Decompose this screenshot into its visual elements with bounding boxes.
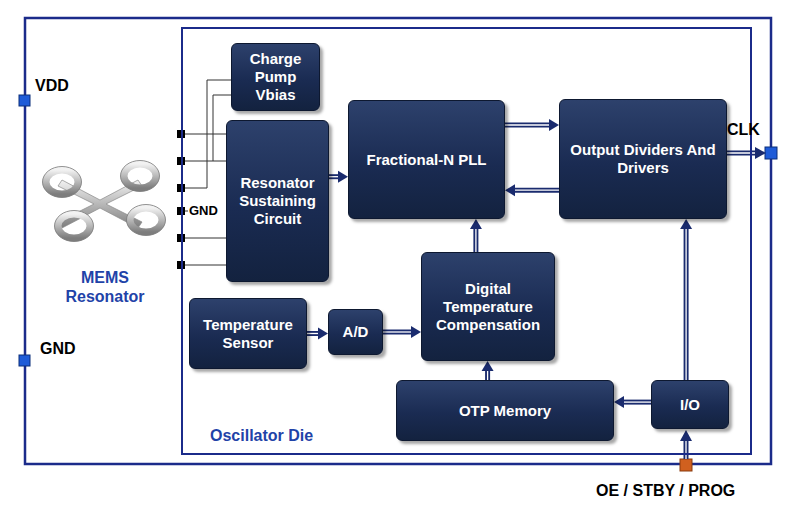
signal-arrow: [482, 361, 494, 380]
signal-arrow: [614, 396, 651, 408]
signal-arrow: [470, 219, 482, 252]
charge-pump-box: Charge Pump Vbias: [231, 43, 320, 111]
package-outline: [25, 18, 771, 464]
gnd-pin: [19, 355, 30, 366]
block-label: Output Dividers And Drivers: [560, 137, 726, 181]
temperature-sensor-box: Temperature Sensor: [189, 298, 307, 369]
signal-arrow: [505, 184, 559, 196]
signal-arrow: [329, 171, 348, 183]
signal-arrow: [505, 119, 559, 131]
pad-name: GND: [189, 203, 218, 218]
oe-pin: [680, 459, 692, 471]
block-label: Resonator Sustaining Circuit: [227, 170, 328, 232]
clk-output-arrow: [724, 147, 766, 159]
signal-arrow: [680, 219, 692, 380]
signal-arrow: [307, 328, 328, 340]
pin-name: GND: [40, 340, 76, 358]
clk-pin: [765, 147, 777, 159]
pin-name: VDD: [35, 77, 69, 95]
otp-memory-box: OTP Memory: [396, 380, 614, 441]
oscillator-die: Oscillator Die Charge Pump VbiasResonator…: [181, 27, 752, 455]
mems-resonator-illustration: [43, 161, 166, 242]
block-label: OTP Memory: [453, 398, 557, 424]
block-label: Digital Temperature Compensation: [422, 276, 554, 338]
temp-compensation-box: Digital Temperature Compensation: [421, 252, 555, 361]
pin-name: OE / STBY / PROG: [596, 482, 735, 500]
sustaining-circuit-box: Resonator Sustaining Circuit: [226, 120, 329, 282]
block-label: I/O: [674, 392, 706, 418]
die-title: Oscillator Die: [210, 427, 313, 445]
signal-arrow: [383, 326, 421, 338]
block-label: Charge Pump Vbias: [232, 46, 319, 108]
pad-wires: [185, 80, 231, 265]
pll-box: Fractional-N PLL: [348, 100, 505, 219]
pin-name: CLK: [727, 121, 760, 139]
adc-box: A/D: [328, 309, 383, 355]
io-box: I/O: [651, 380, 729, 429]
block-label: Temperature Sensor: [190, 312, 306, 356]
block-label: A/D: [337, 319, 375, 345]
vdd-pin: [19, 95, 30, 106]
block-label: Fractional-N PLL: [360, 147, 492, 173]
part-name: MEMS Resonator: [45, 268, 165, 306]
output-driver-box: Output Dividers And Drivers: [559, 99, 727, 219]
